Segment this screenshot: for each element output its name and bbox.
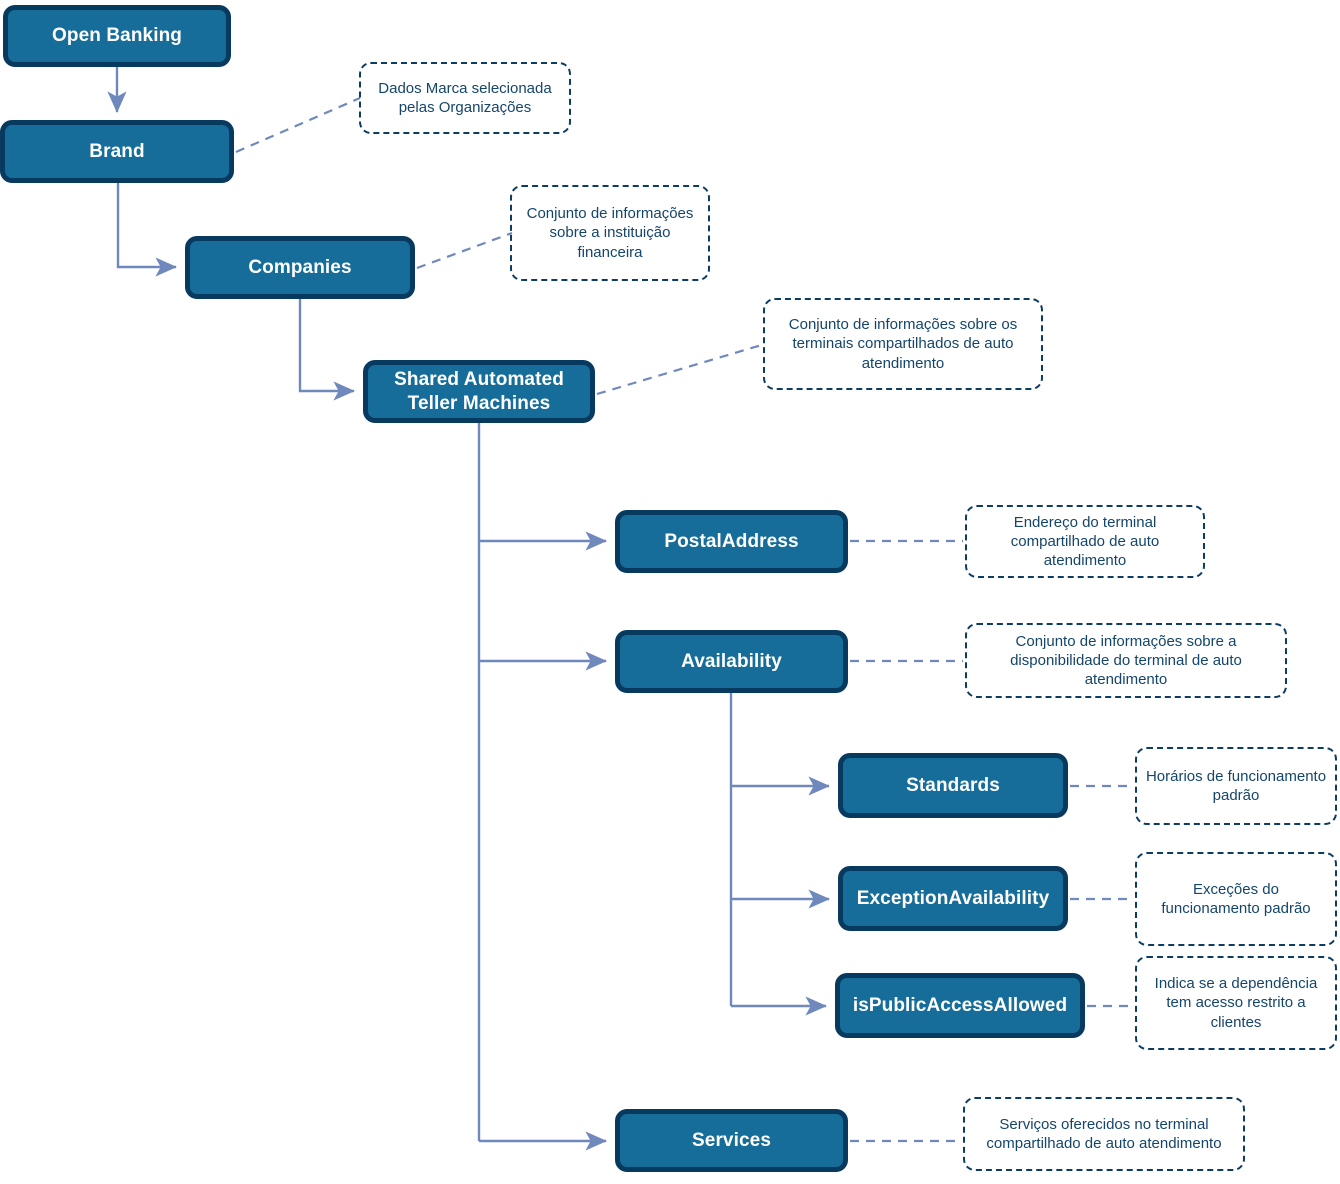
node-is-public-access-allowed[interactable]: isPublicAccessAllowed bbox=[835, 973, 1085, 1038]
node-postal-address[interactable]: PostalAddress bbox=[615, 510, 848, 573]
note-postal-address: Endereço do terminal compartilhado de au… bbox=[965, 505, 1205, 578]
note-standards: Horários de funcionamento padrão bbox=[1135, 747, 1337, 825]
node-exception-availability[interactable]: ExceptionAvailability bbox=[838, 866, 1068, 931]
node-services[interactable]: Services bbox=[615, 1109, 848, 1172]
edge-brand-companies bbox=[116, 183, 177, 277]
node-availability[interactable]: Availability bbox=[615, 630, 848, 693]
note-shared-automated-teller-machines: Conjunto de informações sobre os termina… bbox=[763, 298, 1043, 390]
edge-companies-note bbox=[416, 231, 513, 270]
edge-brand-note bbox=[235, 96, 361, 154]
node-standards[interactable]: Standards bbox=[838, 753, 1068, 818]
note-brand: Dados Marca selecionada pelas Organizaçõ… bbox=[359, 62, 571, 134]
note-is-public-access-allowed: Indica se a dependência tem acesso restr… bbox=[1135, 956, 1337, 1050]
note-exception-availability: Exceções do funcionamento padrão bbox=[1135, 852, 1337, 946]
edge-shared-atm-note bbox=[596, 342, 766, 396]
note-companies: Conjunto de informações sobre a institui… bbox=[510, 185, 710, 281]
node-brand[interactable]: Brand bbox=[0, 120, 234, 183]
node-open-banking[interactable]: Open Banking bbox=[3, 5, 231, 67]
note-availability: Conjunto de informações sobre a disponib… bbox=[965, 623, 1287, 698]
edge-companies-shared-atm bbox=[298, 299, 355, 401]
node-companies[interactable]: Companies bbox=[185, 236, 415, 299]
note-services: Serviços oferecidos no terminal comparti… bbox=[963, 1097, 1245, 1171]
